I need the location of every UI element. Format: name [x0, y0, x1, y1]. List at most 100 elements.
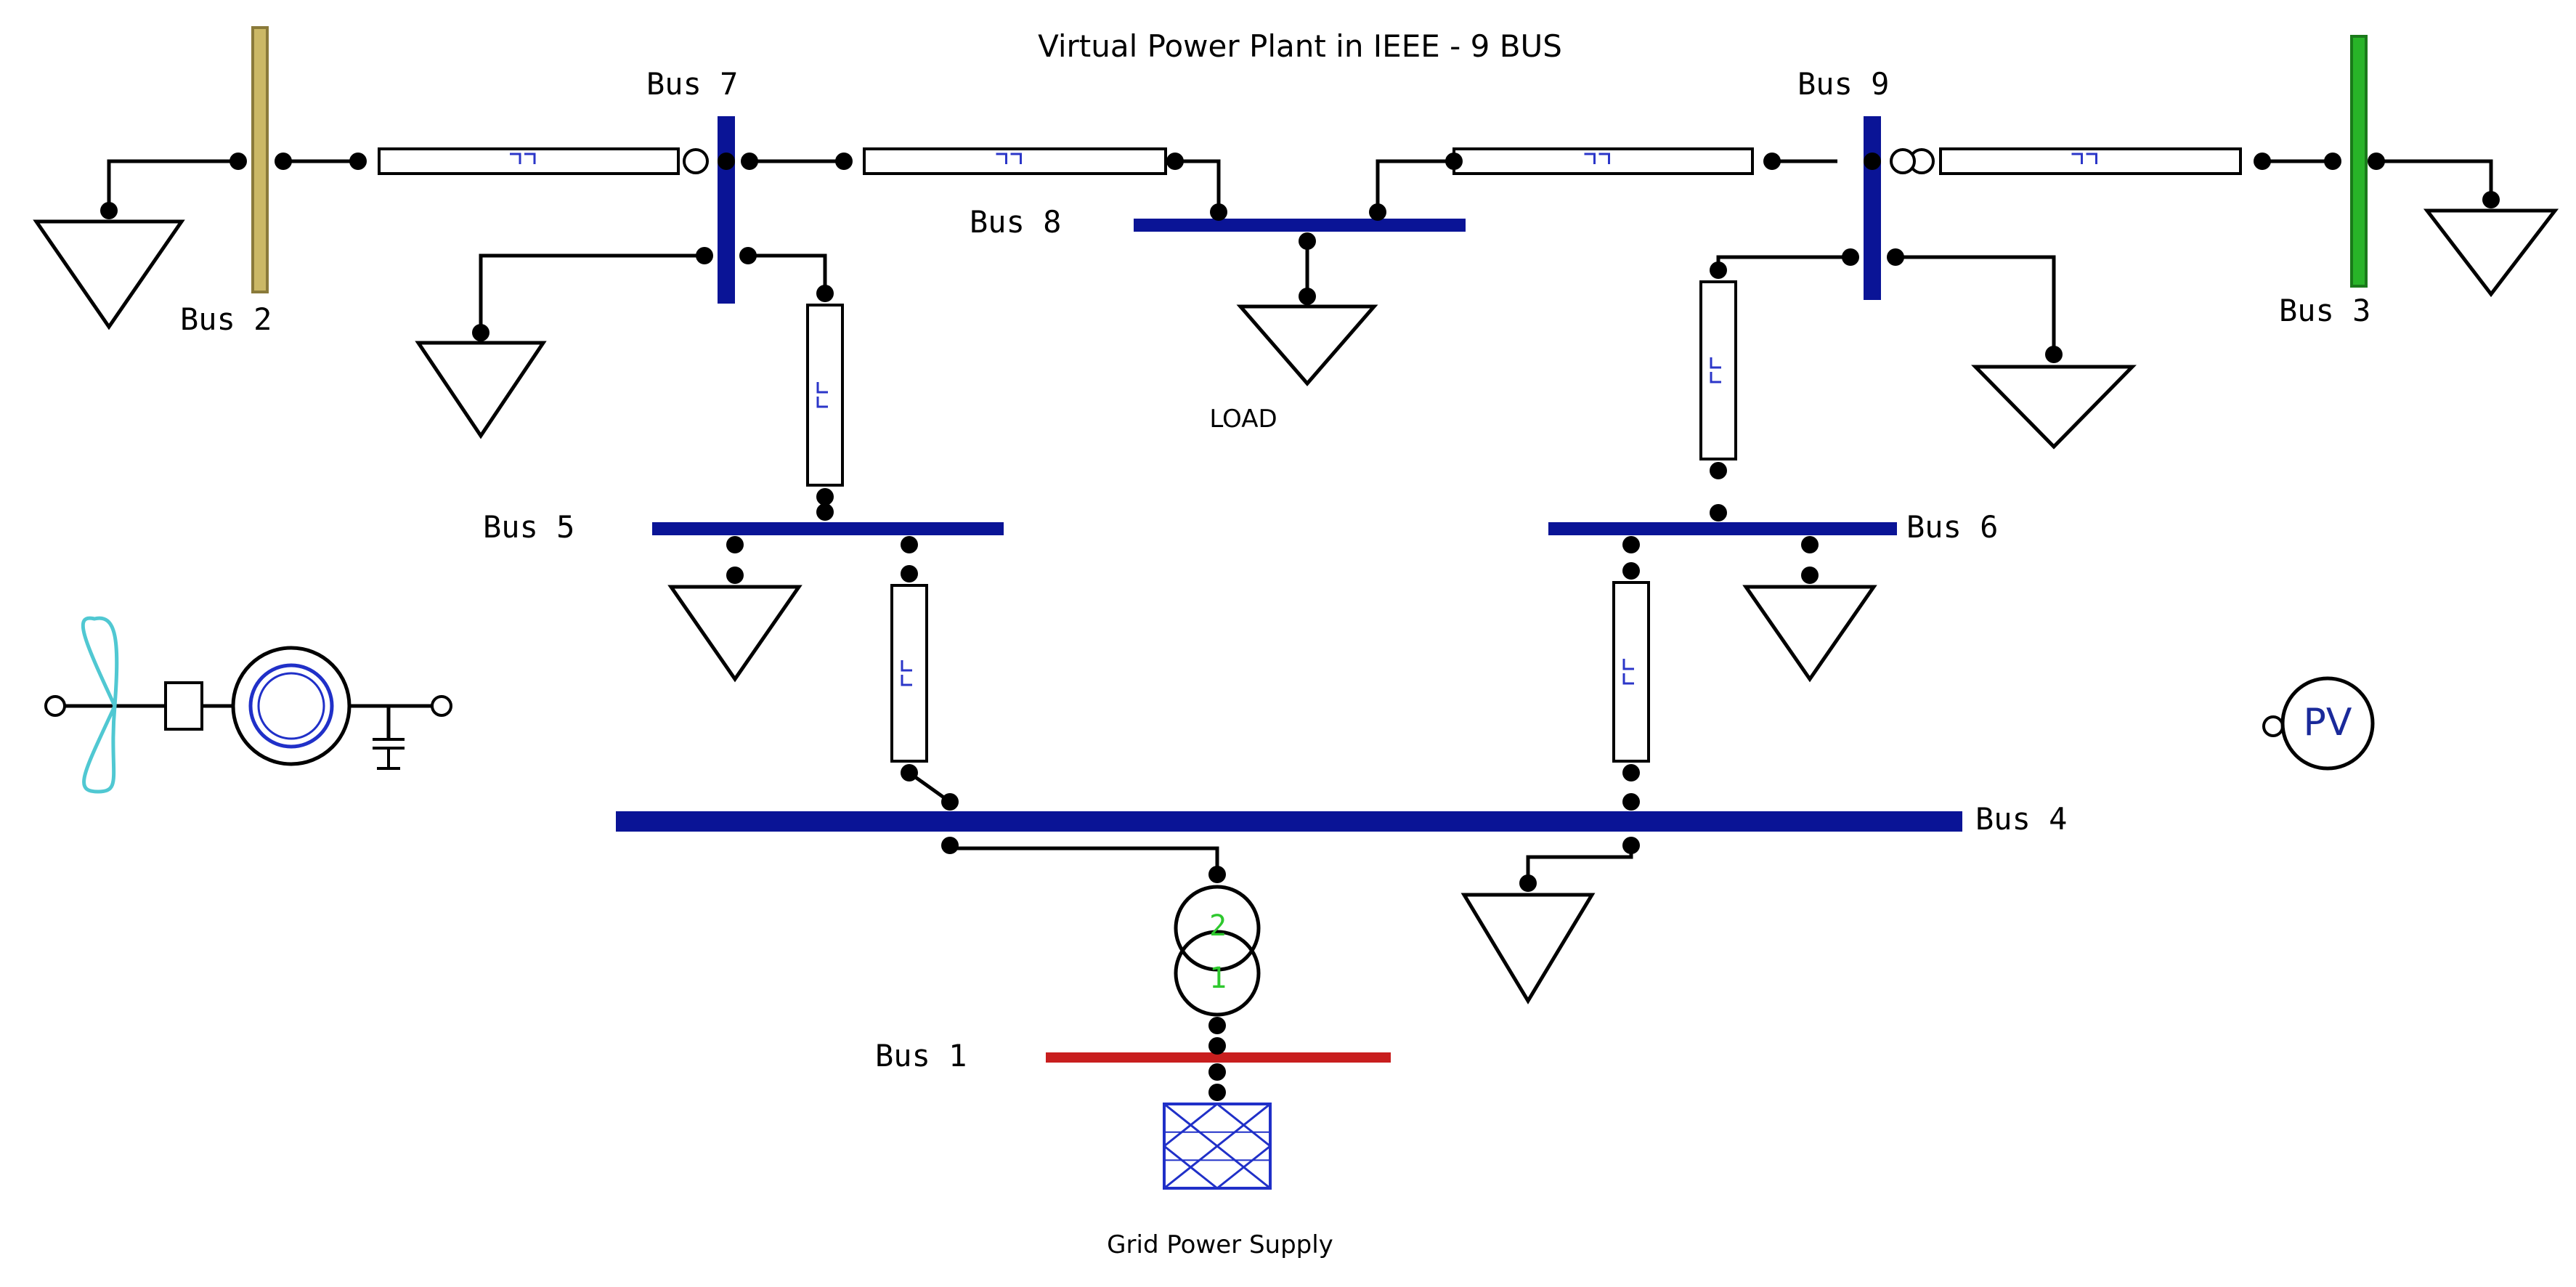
line-body [863, 147, 1167, 175]
capacitor-icon [373, 738, 405, 770]
bus-7-label: Bus 7 [646, 66, 738, 102]
bus-7-bar [718, 116, 735, 304]
connection-node [1208, 866, 1226, 883]
transmission-line-icon [1939, 147, 2242, 175]
load-triangle-icon [415, 341, 547, 439]
transmission-line-icon [1699, 280, 1737, 460]
connection-node [1763, 153, 1781, 170]
connection-node [726, 536, 744, 553]
transformer-primary-number: 1 [1209, 962, 1227, 995]
load-triangle-icon [33, 219, 185, 330]
gearbox-box [164, 681, 203, 731]
grid-supply-label: Grid Power Supply [1107, 1230, 1333, 1259]
bus-3-label: Bus 3 [2279, 293, 2370, 328]
load-triangle-icon [1460, 893, 1596, 1004]
bus-5-bar [652, 522, 1004, 535]
connection-node [1710, 504, 1727, 521]
line-body [890, 584, 928, 763]
connection-node [1622, 837, 1640, 854]
connector-wire [1526, 845, 1633, 883]
line-marker [1622, 659, 1634, 685]
bus-8-label: Bus 8 [970, 204, 1061, 240]
connector-wire [1376, 159, 1454, 212]
connection-node [816, 285, 834, 302]
wires-layer [65, 159, 2493, 883]
generator-icon [231, 646, 352, 766]
connector-wire [1175, 159, 1221, 212]
junction-ring [1890, 148, 1916, 174]
connection-node [1801, 567, 1819, 584]
connection-node [349, 153, 367, 170]
elements-layer [33, 147, 2559, 1190]
connection-node [741, 153, 758, 170]
transmission-line-icon [890, 584, 928, 763]
line-marker [2071, 153, 2097, 164]
transformer-secondary-number: 2 [1209, 909, 1227, 943]
transformer-icon [1174, 885, 1261, 1017]
bus-9-label: Bus 9 [1797, 66, 1889, 102]
diagram-title: Virtual Power Plant in IEEE - 9 BUS [1038, 28, 1562, 64]
line-body [1612, 581, 1650, 763]
connection-node [718, 153, 735, 170]
generator-ring-inner [257, 672, 325, 740]
pv-icon [2262, 676, 2375, 771]
pv-label: PV [2304, 701, 2352, 744]
bus-6-label: Bus 6 [1906, 509, 1998, 545]
connection-node [2045, 346, 2063, 363]
connection-node [2254, 153, 2271, 170]
junction-ring [683, 148, 709, 174]
transmission-line-icon [1612, 581, 1650, 763]
connection-node [1299, 232, 1316, 250]
connection-node [1864, 153, 1881, 170]
connection-node [901, 764, 918, 781]
connector-wire [1716, 255, 1850, 270]
connection-node [1445, 153, 1463, 170]
connection-node [941, 837, 959, 854]
connection-node [1369, 203, 1386, 221]
line-body [1452, 147, 1754, 175]
line-body [806, 304, 844, 487]
connection-node [1710, 261, 1727, 279]
turbine-blades [81, 616, 119, 794]
connection-node [1622, 793, 1640, 811]
line-marker [1710, 357, 1721, 383]
pv-terminal [2262, 715, 2284, 737]
connection-node [1622, 562, 1640, 580]
connector-wire [1896, 255, 2056, 354]
connection-node [275, 153, 292, 170]
bus-4-label: Bus 4 [1975, 801, 2067, 837]
connection-node [739, 247, 757, 264]
transmission-line-icon [378, 147, 680, 175]
connection-node [1299, 288, 1316, 305]
connection-node [2368, 153, 2385, 170]
connection-node [1622, 536, 1640, 553]
connection-node [2482, 191, 2500, 208]
transmission-line-icon [863, 147, 1167, 175]
connection-node [1166, 153, 1184, 170]
bus-1-label: Bus 1 [875, 1038, 967, 1073]
connection-node [1208, 1084, 1226, 1101]
connection-node [2324, 153, 2341, 170]
connection-node [1210, 203, 1227, 221]
transmission-line-icon [1452, 147, 1754, 175]
buses-layer [251, 26, 2368, 1063]
line-marker [901, 660, 912, 686]
line-body [1939, 147, 2242, 175]
connector-wire [748, 253, 827, 293]
grid-source-icon [1163, 1103, 1272, 1190]
load-triangle-icon [1742, 585, 1877, 683]
bus-8-bar [1134, 219, 1466, 232]
connection-node [901, 536, 918, 553]
connection-node [816, 503, 834, 521]
connection-node [1622, 764, 1640, 781]
load-triangle-icon [1971, 365, 2137, 450]
connector-wire [948, 845, 1219, 874]
pv-circle [2280, 676, 2375, 771]
connection-node [472, 324, 489, 341]
bus-9-bar [1864, 116, 1881, 300]
connection-node [901, 565, 918, 582]
line-marker [510, 153, 536, 164]
load-triangle-icon [667, 585, 803, 683]
connector-wire [107, 159, 238, 211]
connection-node [1519, 874, 1537, 892]
